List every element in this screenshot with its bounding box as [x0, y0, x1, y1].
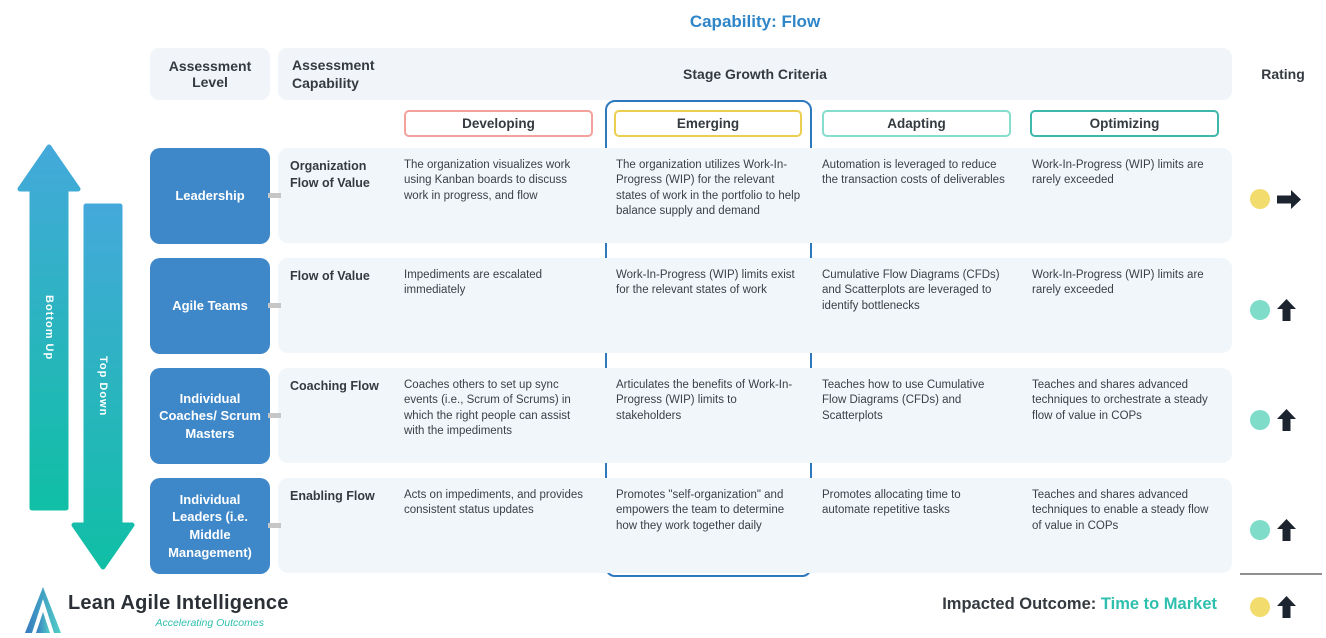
criteria-developing: Acts on impediments, and provides consis… [404, 489, 583, 517]
impacted-outcome: Impacted Outcome: Time to Market [942, 595, 1217, 614]
criteria-emerging: Promotes "self-organization" and empower… [616, 489, 785, 532]
capability-cell: Organization Flow of Value [290, 159, 370, 190]
capability-cell: Coaching Flow [290, 379, 379, 393]
level-agile-teams: Agile Teams [150, 258, 270, 354]
level-leadership: Leadership [150, 148, 270, 244]
trend-arrow-icon [1277, 519, 1296, 541]
bottom-up-label: Bottom Up [43, 295, 55, 361]
rating-cell [1250, 188, 1322, 210]
criteria-adapting: Cumulative Flow Diagrams (CFDs) and Scat… [822, 269, 1000, 312]
rating-dot [1250, 597, 1270, 617]
connector [268, 303, 281, 308]
header-assessment-level: Assessment Level [150, 48, 270, 100]
criteria-emerging: Articulates the benefits of Work-In-Prog… [616, 379, 793, 422]
rating-dot [1250, 189, 1270, 209]
criteria-emerging: Work-In-Progress (WIP) limits exist for … [616, 269, 795, 297]
header-stage-growth-criteria: Stage Growth Criteria [683, 66, 827, 82]
rating-cell [1250, 519, 1322, 541]
header-rating: Rating [1261, 66, 1305, 82]
rating-divider [1240, 573, 1322, 575]
trend-arrow-icon [1277, 299, 1296, 321]
header-main-band: Assessment Capability Stage Growth Crite… [278, 48, 1232, 100]
trend-arrow-icon [1277, 409, 1296, 431]
criteria-optimizing: Work-In-Progress (WIP) limits are rarely… [1032, 159, 1204, 187]
capability-cell: Enabling Flow [290, 489, 375, 503]
rating-dot [1250, 410, 1270, 430]
row-bg [278, 478, 1232, 573]
top-down-label: Top Down [97, 355, 109, 417]
logo-subtitle: Accelerating Outcomes [155, 617, 264, 629]
criteria-developing: Impediments are escalated immediately [404, 269, 543, 297]
stage-optimizing: Optimizing [1030, 110, 1219, 137]
header-assessment-capability: Assessment Capability [292, 57, 375, 92]
impacted-outcome-label: Impacted Outcome: [942, 595, 1097, 613]
impacted-outcome-value: Time to Market [1100, 595, 1217, 613]
stage-adapting: Adapting [822, 110, 1011, 137]
level-individual-leaders: Individual Leaders (i.e. Middle Manageme… [150, 478, 270, 574]
criteria-adapting: Teaches how to use Cumulative Flow Diagr… [822, 379, 985, 422]
criteria-adapting: Promotes allocating time to automate rep… [822, 489, 961, 517]
row-bg [278, 148, 1232, 243]
logo-title: Lean Agile Intelligence [68, 592, 289, 614]
row-bg [278, 258, 1232, 353]
stage-emerging: Emerging [614, 110, 802, 137]
connector [268, 523, 281, 528]
criteria-developing: Coaches others to set up sync events (i.… [404, 379, 571, 438]
criteria-optimizing: Teaches and shares advanced techniques t… [1032, 379, 1208, 422]
connector [268, 193, 281, 198]
row-bg [278, 368, 1232, 463]
criteria-adapting: Automation is leveraged to reduce the tr… [822, 159, 1005, 187]
page-title: Capability: Flow [689, 12, 821, 31]
lean-agile-intelligence-logo-icon [25, 587, 61, 633]
level-individual-coaches: Individual Coaches/ Scrum Masters [150, 368, 270, 464]
criteria-optimizing: Teaches and shares advanced techniques t… [1032, 489, 1209, 532]
top-down-arrow-icon [71, 203, 135, 570]
trend-arrow-icon [1277, 596, 1296, 618]
rating-cell [1250, 299, 1322, 321]
criteria-developing: The organization visualizes work using K… [404, 159, 571, 202]
rating-dot [1250, 300, 1270, 320]
criteria-emerging: The organization utilizes Work-In-Progre… [616, 159, 801, 218]
rating-dot [1250, 520, 1270, 540]
stage-developing: Developing [404, 110, 593, 137]
rating-cell [1250, 409, 1322, 431]
connector [268, 413, 281, 418]
capability-cell: Flow of Value [290, 269, 370, 283]
trend-arrow-icon [1277, 189, 1301, 209]
criteria-optimizing: Work-In-Progress (WIP) limits are rarely… [1032, 269, 1204, 297]
rating-cell-outcome [1250, 596, 1322, 618]
bottom-up-arrow-icon [17, 144, 81, 511]
